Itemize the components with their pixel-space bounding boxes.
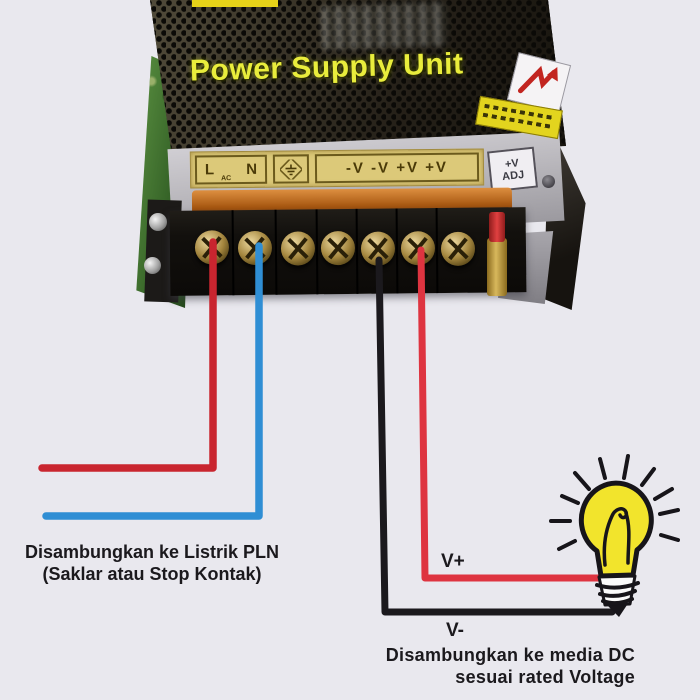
terminal-divider (395, 208, 399, 294)
terminal-screw-live (194, 230, 230, 265)
v-plus-label: V+ (441, 551, 465, 572)
brass-standoff (487, 238, 507, 296)
ac-note: AC (221, 175, 232, 183)
bulb-base-threads (595, 581, 640, 606)
terminal-block (169, 207, 527, 296)
dc-caption-line2: sesuai rated Voltage (455, 667, 635, 687)
chassis-screw (144, 257, 161, 274)
bulb-filament (602, 507, 631, 567)
ac-caption-line1: Disambungkan ke Listrik PLN (24, 542, 280, 562)
ac-terminal-label: L N AC (194, 154, 268, 185)
terminal-label-strip: L N AC -V -V +V +V (189, 148, 485, 189)
neutral-label: N (246, 160, 258, 178)
ac-caption: Disambungkan ke Listrik PLN (Saklar atau… (4, 541, 300, 585)
earth-ground-icon (279, 158, 303, 180)
warning-sticker (506, 52, 572, 113)
light-bulb (549, 454, 680, 617)
v-minus-label: V- (446, 620, 464, 641)
terminal-screw-plus-v (400, 231, 436, 266)
terminal-divider (274, 209, 278, 295)
adjust-pot-cap (489, 212, 505, 242)
dc-caption-line1: Disambungkan ke media DC (385, 645, 635, 665)
terminal-divider (435, 208, 439, 294)
live-label: L (204, 161, 215, 179)
psu-top-label (192, 0, 278, 7)
dc-caption: Disambungkan ke media DC sesuai rated Vo… (360, 644, 635, 688)
bulb-glass (578, 480, 654, 579)
terminal-divider (315, 209, 319, 295)
chassis-screw (149, 213, 167, 231)
light-rays-icon (549, 454, 680, 551)
terminal-screw-plus-v (440, 231, 476, 267)
panel-screw (542, 175, 555, 188)
bulb-tip (608, 605, 627, 617)
terminal-screw-neutral (237, 230, 273, 266)
terminal-screw-ground (280, 231, 316, 266)
terminal-screw-minus-v (320, 230, 356, 266)
adj-label-bottom: ADJ (501, 168, 525, 183)
dc-minus-wire (375, 256, 616, 616)
voltage-adjust-label: +V ADJ (486, 146, 539, 193)
ac-caption-line2: (Saklar atau Stop Kontak) (42, 564, 262, 584)
terminal-divider (231, 210, 235, 296)
bulb-base (597, 574, 637, 607)
terminal-screw-minus-v (360, 231, 396, 266)
ground-terminal-label (272, 154, 310, 184)
terminal-divider (355, 208, 359, 294)
red-arrow-icon (517, 65, 558, 94)
psu-perforated-top (150, 0, 566, 156)
psu-brand-emboss (321, 1, 449, 51)
dc-terminal-label: -V -V +V +V (314, 152, 480, 184)
